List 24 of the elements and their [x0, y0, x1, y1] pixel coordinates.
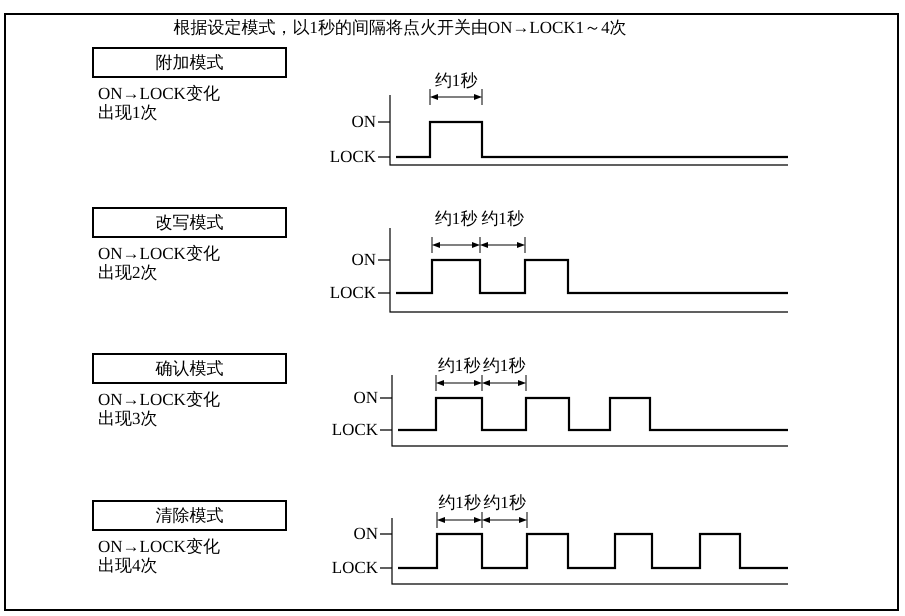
level-label: ON — [353, 389, 378, 406]
node-label: ON→LOCK变化出现1次 — [98, 84, 220, 122]
mode-box: 清除模式 — [92, 500, 287, 531]
level-label: LOCK — [330, 148, 376, 165]
duration-label: 约1秒 — [434, 210, 478, 227]
level-label: LOCK — [330, 284, 376, 301]
level-label: LOCK — [332, 559, 378, 576]
mode-box: 附加模式 — [92, 47, 287, 78]
mode-box: 改写模式 — [92, 207, 287, 238]
level-label: LOCK — [332, 421, 378, 438]
duration-label: 约1秒 — [482, 494, 527, 511]
title: 根据设定模式，以1秒的间隔将点火开关由ON→LOCK1～4次 — [172, 19, 628, 36]
duration-label: 约1秒 — [436, 357, 482, 374]
duration-label: 约1秒 — [437, 494, 482, 511]
duration-label: 约1秒 — [434, 72, 478, 89]
node-label: ON→LOCK变化出现2次 — [98, 244, 220, 282]
mode-box: 确认模式 — [92, 353, 287, 384]
level-label: ON — [353, 525, 378, 542]
duration-label: 约1秒 — [480, 210, 525, 227]
node-label: ON→LOCK变化出现3次 — [98, 390, 220, 428]
level-label: ON — [351, 113, 376, 130]
duration-label: 约1秒 — [482, 357, 526, 374]
level-label: ON — [351, 251, 376, 268]
node-label: ON→LOCK变化出现4次 — [98, 537, 220, 575]
